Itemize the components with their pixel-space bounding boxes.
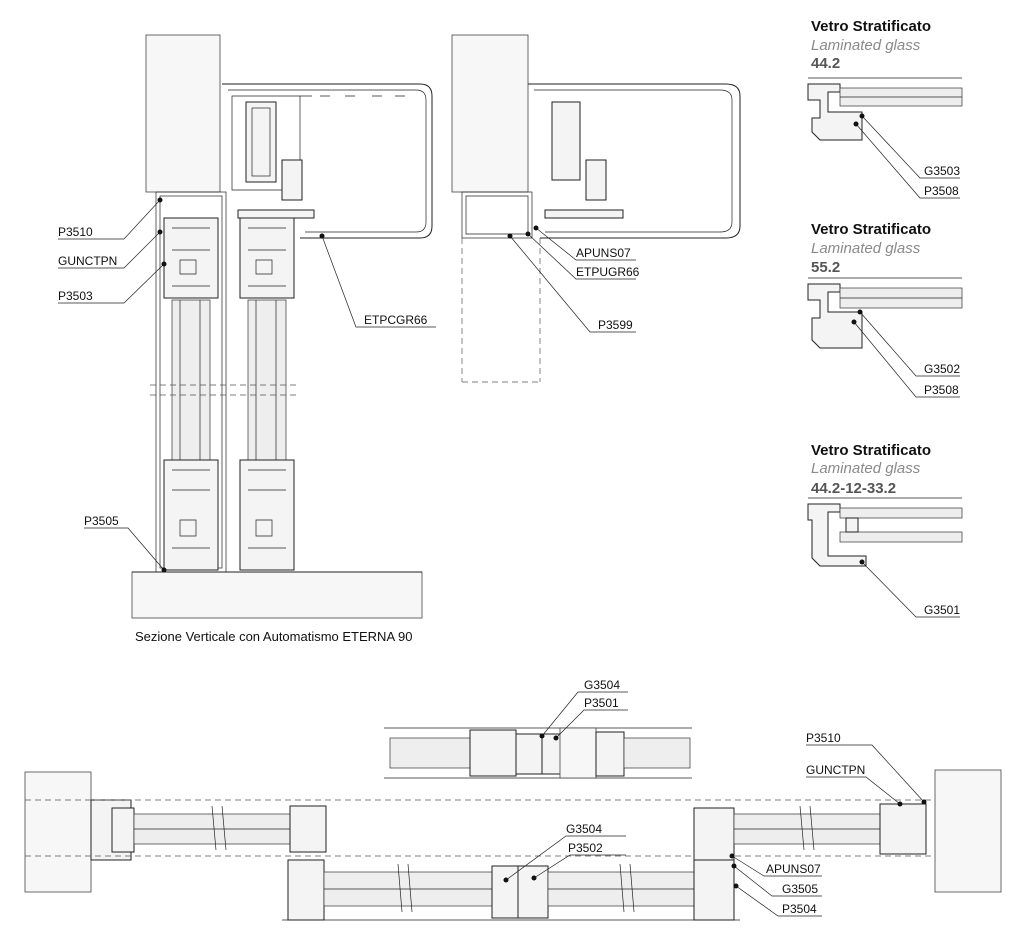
label-p3508-a: P3508 <box>924 184 959 198</box>
label-g3502: G3502 <box>924 362 960 376</box>
glass-subtitle-2: Laminated glass <box>811 240 921 257</box>
sash-left <box>163 217 219 571</box>
label-apuns07: APUNS07 <box>576 246 631 260</box>
head-box-profile <box>222 83 433 239</box>
label-etpugr66: ETPUGR66 <box>576 265 640 279</box>
label-g3504-top: G3504 <box>584 678 620 692</box>
glass-value-2: 55.2 <box>811 259 840 276</box>
label-p3510: P3510 <box>58 225 93 239</box>
ceiling-block-2 <box>451 34 529 193</box>
label-gunctpn-h: GUNCTPN <box>806 763 865 777</box>
glass-title-1: Vetro Stratificato <box>811 18 931 35</box>
leader-lines-vertical <box>58 197 636 573</box>
glass-detail-2: Vetro Stratificato Laminated glass 55.2 … <box>807 221 963 398</box>
label-p3510-h: P3510 <box>806 731 841 745</box>
glass-title-2: Vetro Stratificato <box>811 221 931 238</box>
glass-value-1: 44.2 <box>811 55 840 72</box>
horizontal-top-detail: G3504 P3501 <box>384 678 692 779</box>
glass-value-3: 44.2-12-33.2 <box>811 480 896 497</box>
label-g3503: G3503 <box>924 164 960 178</box>
label-p3503: P3503 <box>58 289 93 303</box>
label-p3502: P3502 <box>568 841 603 855</box>
glass-subtitle-1: Laminated glass <box>811 37 921 54</box>
sash-right <box>239 217 295 571</box>
label-g3505: G3505 <box>782 882 818 896</box>
glass-title-3: Vetro Stratificato <box>811 442 931 459</box>
glass-detail-3: Vetro Stratificato Laminated glass 44.2-… <box>807 442 963 618</box>
vertical-section: P3510 GUNCTPN P3503 P3505 ETPCGR66 APUNS… <box>58 34 741 644</box>
label-apuns07-h: APUNS07 <box>766 862 821 876</box>
wall-right <box>934 769 1002 893</box>
label-p3508-b: P3508 <box>924 383 959 397</box>
vertical-section-caption: Sezione Verticale con Automatismo ETERNA… <box>135 629 412 644</box>
horizontal-section: G3504 P3501 G3504 P3502 <box>24 678 1002 921</box>
label-p3504: P3504 <box>782 902 817 916</box>
label-g3501: G3501 <box>924 603 960 617</box>
glass-subtitle-3: Laminated glass <box>811 460 921 477</box>
label-p3505: P3505 <box>84 514 119 528</box>
label-etpcgr66: ETPCGR66 <box>364 313 428 327</box>
glass-detail-1: Vetro Stratificato Laminated glass 44.2 … <box>807 18 963 199</box>
label-p3501: P3501 <box>584 696 619 710</box>
label-g3504-center: G3504 <box>566 822 602 836</box>
label-p3599: P3599 <box>598 318 633 332</box>
ceiling-block <box>145 34 221 193</box>
floor-block <box>131 571 423 619</box>
label-gunctpn: GUNCTPN <box>58 254 117 268</box>
wall-left <box>24 771 92 893</box>
